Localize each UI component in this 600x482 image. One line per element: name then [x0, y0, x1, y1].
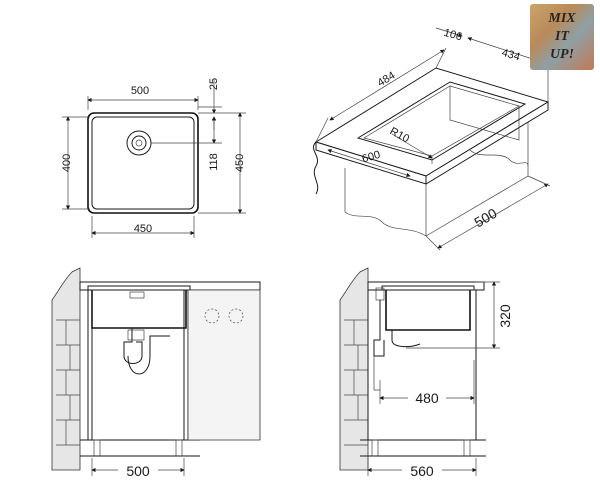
cabinet-front [87, 289, 189, 441]
dim-320: 320 [497, 304, 513, 328]
dim-bottom-450: 450 [134, 223, 152, 235]
dim-480: 480 [415, 390, 439, 406]
drain-outer-icon [126, 130, 152, 156]
logo-line: MIX [548, 11, 576, 26]
top-view: 500 450 400 450 25 118 [61, 78, 246, 238]
dim-500-cabinet: 500 [471, 205, 499, 231]
front-view: 500 [51, 267, 261, 479]
wall [51, 267, 81, 471]
dim-top-500: 500 [131, 85, 149, 97]
socket-icon [228, 308, 244, 324]
siphon [123, 328, 143, 364]
sink-basin [91, 290, 187, 329]
logo-line: UP! [549, 47, 575, 62]
logo-line: IT [555, 29, 569, 44]
dim-106: 106 [442, 27, 463, 44]
dim-500-front: 500 [126, 463, 150, 479]
sink-basin-side [385, 290, 471, 331]
wall-side [339, 267, 369, 471]
drain-pipe [373, 300, 385, 357]
dim-600: 600 [361, 149, 382, 166]
dim-left-400: 400 [61, 154, 73, 172]
dim-484: 484 [375, 70, 397, 90]
dim-560: 560 [410, 463, 434, 479]
drain-inner-icon [131, 135, 147, 151]
dim-434: 434 [500, 47, 521, 64]
dim-118: 118 [208, 153, 220, 171]
cabinet [344, 168, 427, 237]
side-view: 320 480 560 [339, 267, 513, 479]
mix-it-up-logo: MIX IT UP! [530, 4, 594, 70]
sink-inner-outline [91, 116, 195, 210]
dim-right-450: 450 [234, 154, 246, 172]
socket-icon [204, 308, 220, 324]
isometric-view: 484 106 434 R10 600 500 [312, 27, 551, 251]
sink-outer-outline [87, 112, 199, 214]
dim-25: 25 [208, 78, 220, 90]
